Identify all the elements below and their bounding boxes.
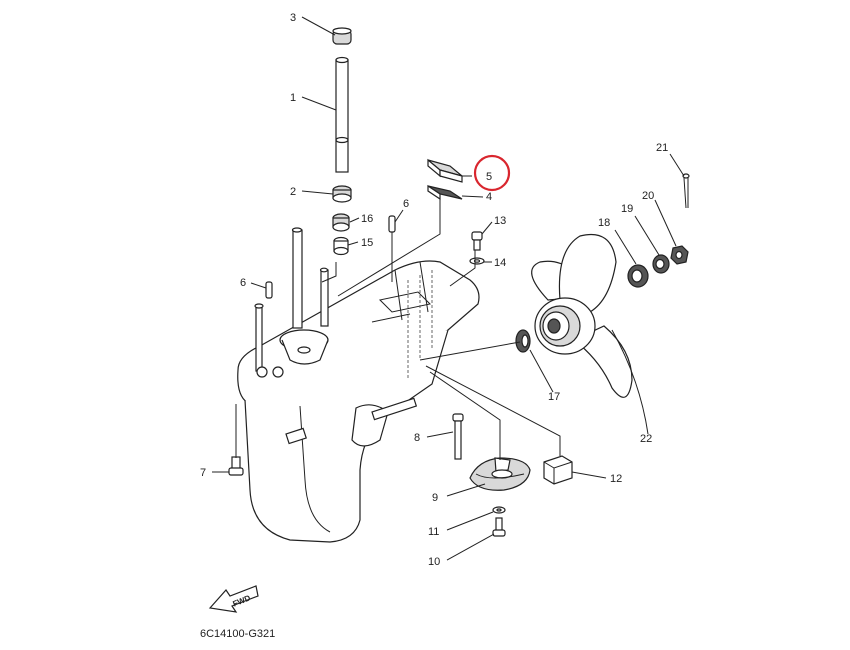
highlight-circle xyxy=(473,154,511,192)
callout-labels: 3 1 2 16 15 6 6 5 4 13 14 7 8 9 11 10 12… xyxy=(200,12,668,568)
callout-7: 7 xyxy=(200,467,206,479)
callout-3: 3 xyxy=(290,12,296,24)
part-11-washer xyxy=(492,506,506,514)
part-15-bushing xyxy=(333,236,349,256)
part-12-block xyxy=(543,455,573,485)
part-17-thrust-washer xyxy=(515,329,531,353)
part-16-seal xyxy=(332,213,350,232)
callout-8: 8 xyxy=(414,432,420,444)
callout-1: 1 xyxy=(290,92,296,104)
part-20-nut xyxy=(670,245,689,265)
part-8-bolt xyxy=(452,413,464,460)
callout-18: 18 xyxy=(598,217,610,229)
callout-11: 11 xyxy=(428,526,439,538)
part-10-bolt xyxy=(492,517,506,537)
part-7-bolt xyxy=(228,456,244,476)
callout-17: 17 xyxy=(548,391,560,403)
part-14-washer xyxy=(469,257,485,265)
part-1-tube xyxy=(335,56,349,173)
leader-lines xyxy=(212,16,685,561)
part-3-cap xyxy=(332,27,352,45)
callout-4: 4 xyxy=(486,191,492,203)
callout-20: 20 xyxy=(642,190,654,202)
part-9-anode xyxy=(469,457,531,491)
callout-16: 16 xyxy=(361,213,373,225)
callout-9: 9 xyxy=(432,492,438,504)
part-21-cotter-pin xyxy=(682,173,690,209)
callout-10: 10 xyxy=(428,556,440,568)
part-5-seal xyxy=(427,158,463,183)
callout-21: 21 xyxy=(656,142,668,154)
callout-15: 15 xyxy=(361,237,373,249)
fwd-arrow-icon: FWD xyxy=(208,585,259,613)
part-4-seal xyxy=(427,184,463,201)
part-6-pin-upper xyxy=(388,215,396,233)
part-6-pin-left xyxy=(265,281,273,299)
callout-19: 19 xyxy=(621,203,633,215)
part-22-propeller xyxy=(531,234,633,398)
callout-6-left: 6 xyxy=(240,277,246,289)
part-13-bolt xyxy=(471,231,483,251)
callout-12: 12 xyxy=(610,473,622,485)
alignment-lines xyxy=(407,270,433,380)
part-2-grommet xyxy=(332,185,352,203)
part-19-washer xyxy=(652,254,670,274)
lower-unit-housing xyxy=(237,227,480,543)
callout-6-upper: 6 xyxy=(403,198,409,210)
callout-22: 22 xyxy=(640,433,652,445)
diagram-code: 6C14100-G321 xyxy=(200,628,275,640)
callout-5: 5 xyxy=(486,171,492,183)
callout-13: 13 xyxy=(494,215,506,227)
callout-14: 14 xyxy=(494,257,506,269)
part-18-spacer xyxy=(627,264,649,288)
callout-2: 2 xyxy=(290,186,296,198)
